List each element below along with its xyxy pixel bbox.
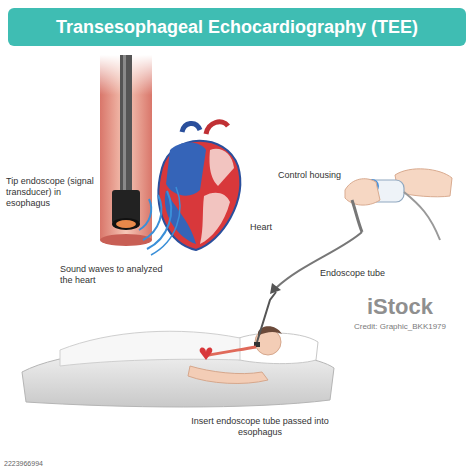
- esophagus: [100, 55, 152, 246]
- sound-waves: [139, 187, 180, 255]
- watermark-credit: Credit: Graphic_BKK1979: [330, 322, 470, 332]
- title-band: Transesophageal Echocardiography (TEE): [8, 8, 466, 46]
- callout-label: Insert endoscope tube passed into esopha…: [170, 416, 350, 438]
- stock-id: 2223966994: [4, 460, 84, 468]
- patient-in-bed: [22, 292, 334, 407]
- callout-label: Endoscope tube: [320, 268, 410, 279]
- heart-cross-section: [158, 122, 240, 250]
- endoscope-tip: [112, 55, 140, 230]
- callout-label: Sound waves to analyzed the heart: [60, 264, 170, 286]
- watermark: iStock: [340, 294, 460, 320]
- title-text: Transesophageal Echocardiography (TEE): [56, 17, 418, 38]
- control-housing: [345, 169, 452, 240]
- endoscope-tube: [270, 232, 362, 294]
- callout-label: Heart: [250, 222, 300, 233]
- callout-label: Control housing: [278, 170, 342, 181]
- callout-label: Tip endoscope (signal transducer) in eso…: [6, 176, 96, 208]
